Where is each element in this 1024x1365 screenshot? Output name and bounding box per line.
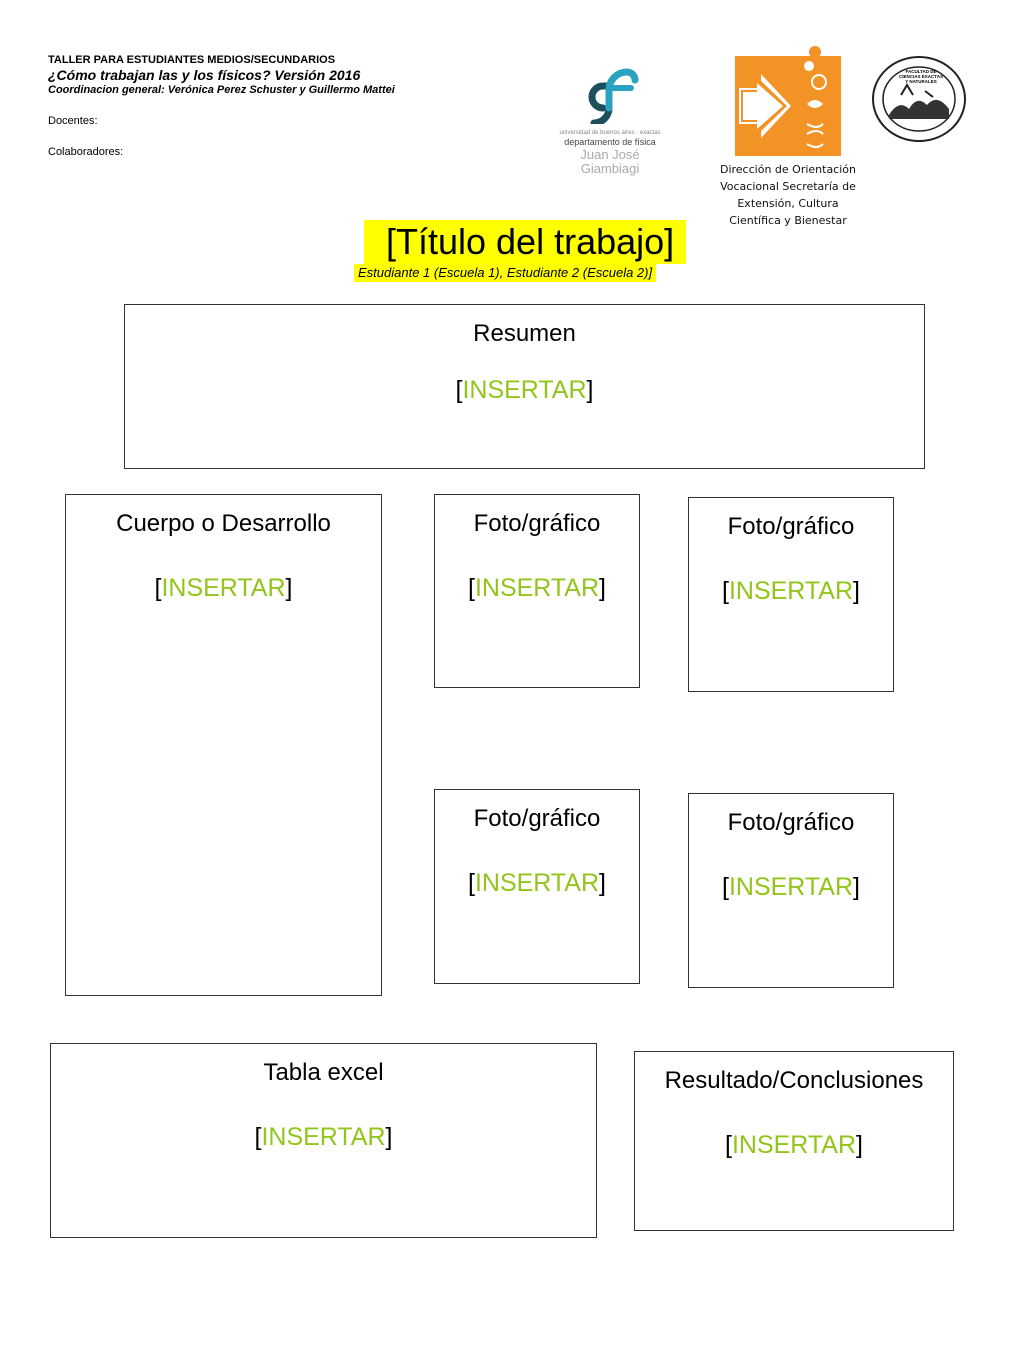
resumen-placeholder[interactable]: [INSERTAR] [455, 376, 594, 404]
seal-icon [872, 56, 966, 142]
foto-heading-2: Foto/gráfico [727, 513, 855, 540]
resultado-heading: Resultado/Conclusiones [664, 1067, 924, 1094]
foto-box-4[interactable]: Foto/gráfico [INSERTAR] [688, 793, 894, 988]
coordination-line: Coordinacion general: Verónica Perez Sch… [48, 83, 395, 96]
foto-box-1[interactable]: Foto/gráfico [INSERTAR] [434, 494, 640, 688]
foto-box-3[interactable]: Foto/gráfico [INSERTAR] [434, 789, 640, 984]
resultado-box[interactable]: Resultado/Conclusiones [INSERTAR] [634, 1051, 954, 1231]
colaboradores-label: Colaboradores: [48, 146, 124, 159]
cuerpo-box[interactable]: Cuerpo o Desarrollo [INSERTAR] [65, 494, 382, 996]
tabla-box[interactable]: Tabla excel [INSERTAR] [50, 1043, 597, 1238]
cuerpo-placeholder[interactable]: [INSERTAR] [154, 574, 293, 602]
foto-heading-3: Foto/gráfico [473, 805, 601, 832]
foto-placeholder-4[interactable]: [INSERTAR] [721, 873, 860, 901]
university-seal: FACULTAD DE CIENCIAS EXACTAS Y NATURALES [871, 55, 967, 143]
foto-heading-4: Foto/gráfico [727, 809, 855, 836]
foto-placeholder-3[interactable]: [INSERTAR] [467, 869, 606, 897]
orientation-logo [735, 44, 843, 159]
resultado-placeholder[interactable]: [INSERTAR] [724, 1131, 863, 1159]
foto-placeholder-1[interactable]: [INSERTAR] [467, 574, 606, 602]
orientation-logo-icon [735, 46, 841, 156]
tabla-placeholder[interactable]: [INSERTAR] [254, 1123, 393, 1151]
orientation-logo-caption: Dirección de Orientación Vocacional Secr… [719, 163, 856, 227]
resumen-heading: Resumen [473, 320, 576, 347]
workshop-subtitle: ¿Cómo trabajan las y los físicos? Versió… [48, 67, 361, 84]
workshop-title: TALLER PARA ESTUDIANTES MEDIOS/SECUNDARI… [48, 54, 336, 66]
physics-logo-name: Juan José Giambiagi [580, 147, 640, 176]
work-title-block: [Título del trabajo] Estudiante 1 (Escue… [354, 220, 698, 282]
cuerpo-heading: Cuerpo o Desarrollo [116, 510, 331, 537]
tabla-heading: Tabla excel [263, 1059, 384, 1086]
foto-placeholder-2[interactable]: [INSERTAR] [721, 577, 860, 605]
header-block: TALLER PARA ESTUDIANTES MEDIOS/SECUNDARI… [48, 54, 395, 160]
seal-inner-text: FACULTAD DE CIENCIAS EXACTAS Y NATURALES [899, 69, 943, 84]
physics-department-logo: universidad de buenos aires · exactas de… [559, 64, 663, 176]
physics-logo-icon [588, 68, 639, 127]
students-line[interactable]: Estudiante 1 (Escuela 1), Estudiante 2 (… [354, 264, 657, 282]
foto-box-2[interactable]: Foto/gráfico [INSERTAR] [688, 497, 894, 692]
physics-logo-department: departamento de física [564, 137, 656, 147]
foto-heading-1: Foto/gráfico [473, 510, 601, 537]
resumen-box[interactable]: Resumen [INSERTAR] [124, 304, 925, 469]
physics-logo-university: universidad de buenos aires · exactas [559, 130, 661, 136]
work-title[interactable]: [Título del trabajo] [364, 220, 687, 264]
docentes-label: Docentes: [48, 115, 98, 128]
